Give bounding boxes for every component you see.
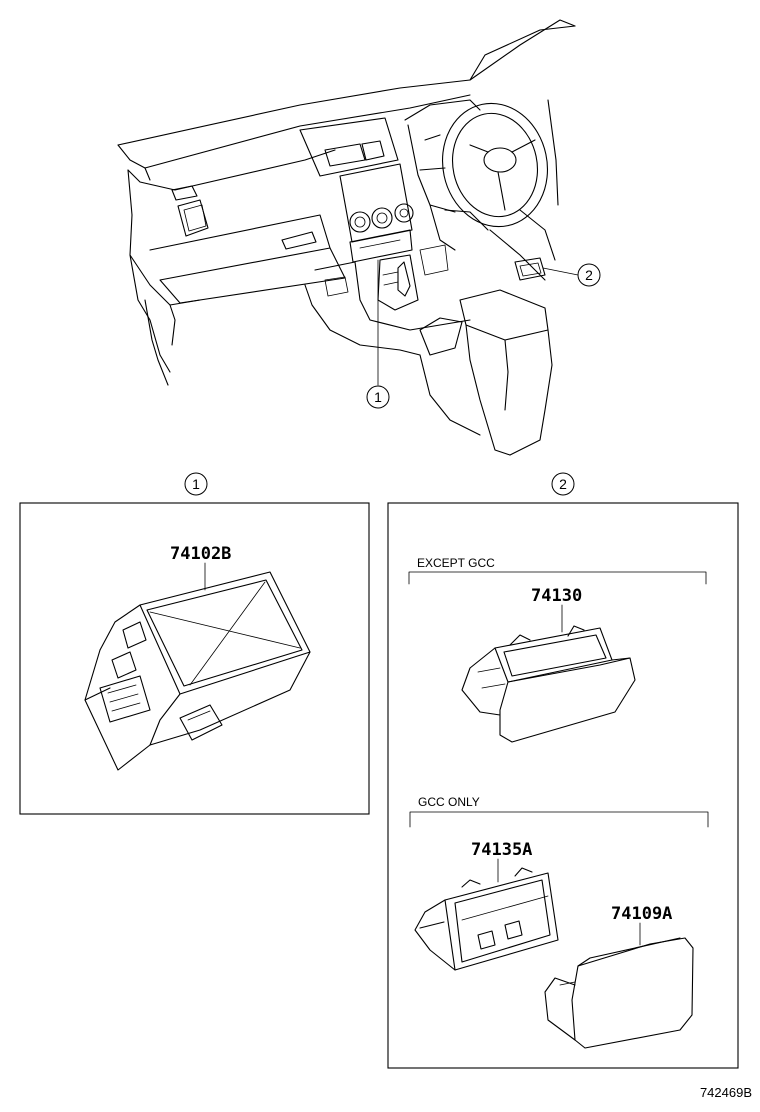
part-74109A-illustration bbox=[544, 937, 694, 1049]
part-number-74135A: 74135A bbox=[471, 840, 532, 860]
part-number-74109A: 74109A bbox=[611, 904, 672, 924]
panel-1-callout: 1 bbox=[184, 472, 208, 496]
panel-2-frame bbox=[387, 502, 739, 1069]
leader-line-2 bbox=[542, 267, 579, 276]
group-bracket-gcc-only bbox=[409, 811, 709, 828]
svg-text:2: 2 bbox=[559, 476, 567, 492]
overview-callout-1: 1 bbox=[366, 385, 390, 409]
svg-text:2: 2 bbox=[585, 267, 593, 283]
group-bracket-except-gcc bbox=[408, 571, 707, 585]
dashboard-illustration bbox=[117, 19, 576, 456]
svg-text:1: 1 bbox=[192, 476, 200, 492]
part-74130-illustration bbox=[461, 625, 636, 743]
panel-1-frame bbox=[19, 502, 370, 815]
part-number-74130: 74130 bbox=[531, 586, 582, 606]
panel-2-callout: 2 bbox=[551, 472, 575, 496]
part-74135A-illustration bbox=[414, 867, 559, 971]
group-label-gcc-only: GCC ONLY bbox=[418, 795, 480, 809]
svg-text:1: 1 bbox=[374, 389, 382, 405]
reference-code: 742469B bbox=[700, 1085, 752, 1100]
group-label-except-gcc: EXCEPT GCC bbox=[417, 556, 495, 570]
part-number-74102B: 74102B bbox=[170, 544, 231, 564]
overview-callout-2: 2 bbox=[577, 263, 601, 287]
part-74102B-illustration bbox=[84, 571, 311, 771]
